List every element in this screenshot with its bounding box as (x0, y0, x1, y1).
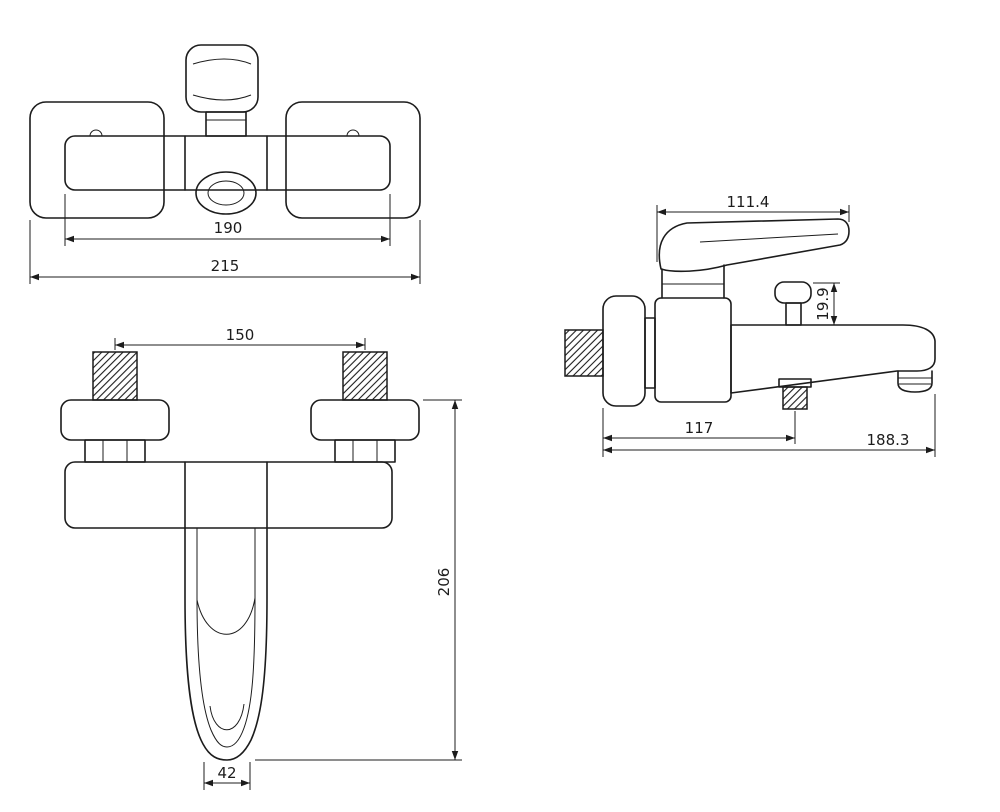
dim-206-label: 206 (435, 568, 453, 597)
side-diverter-stem (785, 302, 802, 326)
side-inlet-thread (564, 329, 604, 377)
dim-42: 42 (203, 762, 251, 790)
top-spout-aerator (207, 180, 245, 206)
side-handle-lever (658, 218, 850, 273)
dim-188-3: 188.3 (603, 394, 936, 457)
side-shower-thread (782, 386, 808, 410)
side-handle-lever-line (699, 233, 839, 243)
side-view: 111.4 (564, 193, 936, 457)
dim-206: 206 (255, 399, 462, 761)
front-left-nut-body (84, 439, 146, 463)
dim-215-label: 215 (211, 257, 240, 275)
dim-188-3-label: 188.3 (867, 431, 910, 449)
dim-190-label: 190 (214, 219, 243, 237)
dim-111-4-label: 111.4 (727, 193, 770, 211)
top-handle-cap-contour-1 (192, 58, 252, 65)
top-handle-cap-contour-2 (192, 94, 252, 101)
top-left-screw-mark (89, 129, 103, 137)
dim-190: 190 (64, 194, 391, 246)
front-right-union-nut (334, 439, 396, 463)
side-spout (730, 324, 936, 394)
front-handle-tip-curve (209, 703, 245, 731)
front-handle-blade-curve (196, 597, 256, 635)
front-handle (184, 527, 268, 761)
front-right-escutcheon (310, 399, 420, 441)
dim-19-9-label: 19.9 (814, 287, 832, 320)
top-view: 190 215 (29, 44, 421, 284)
top-handle-cap (185, 44, 259, 113)
dim-150: 150 (114, 326, 366, 350)
front-view: 150 206 (60, 326, 462, 790)
dim-42-label: 42 (217, 764, 236, 782)
side-escutcheon (602, 295, 646, 407)
dim-215: 215 (29, 220, 421, 284)
front-handle-inner (196, 528, 256, 748)
dim-150-label: 150 (226, 326, 255, 344)
side-union (644, 317, 656, 389)
top-right-screw-mark (346, 129, 360, 137)
front-right-nut-body (334, 439, 396, 463)
top-body (64, 135, 391, 191)
front-right-inlet-thread (342, 351, 388, 401)
top-left-flange (29, 101, 165, 219)
front-left-union-nut (84, 439, 146, 463)
top-right-flange (285, 101, 421, 219)
side-handle (658, 218, 850, 273)
dim-111-4: 111.4 (656, 193, 850, 262)
dim-19-9: 19.9 (813, 282, 840, 326)
side-cartridge (661, 264, 725, 299)
front-left-inlet-thread (92, 351, 138, 401)
side-diverter-cap (774, 281, 812, 304)
front-body (64, 461, 393, 529)
top-spout-outer (195, 171, 257, 215)
front-handle-outer (184, 527, 268, 761)
side-body (654, 297, 732, 403)
top-handle-neck (205, 111, 247, 137)
side-spout-aerator (897, 370, 933, 393)
side-spout-outline (730, 324, 936, 394)
front-left-escutcheon (60, 399, 170, 441)
side-shower-outlet (778, 378, 812, 410)
side-diverter-knob (774, 281, 812, 326)
dim-117-label: 117 (685, 419, 714, 437)
